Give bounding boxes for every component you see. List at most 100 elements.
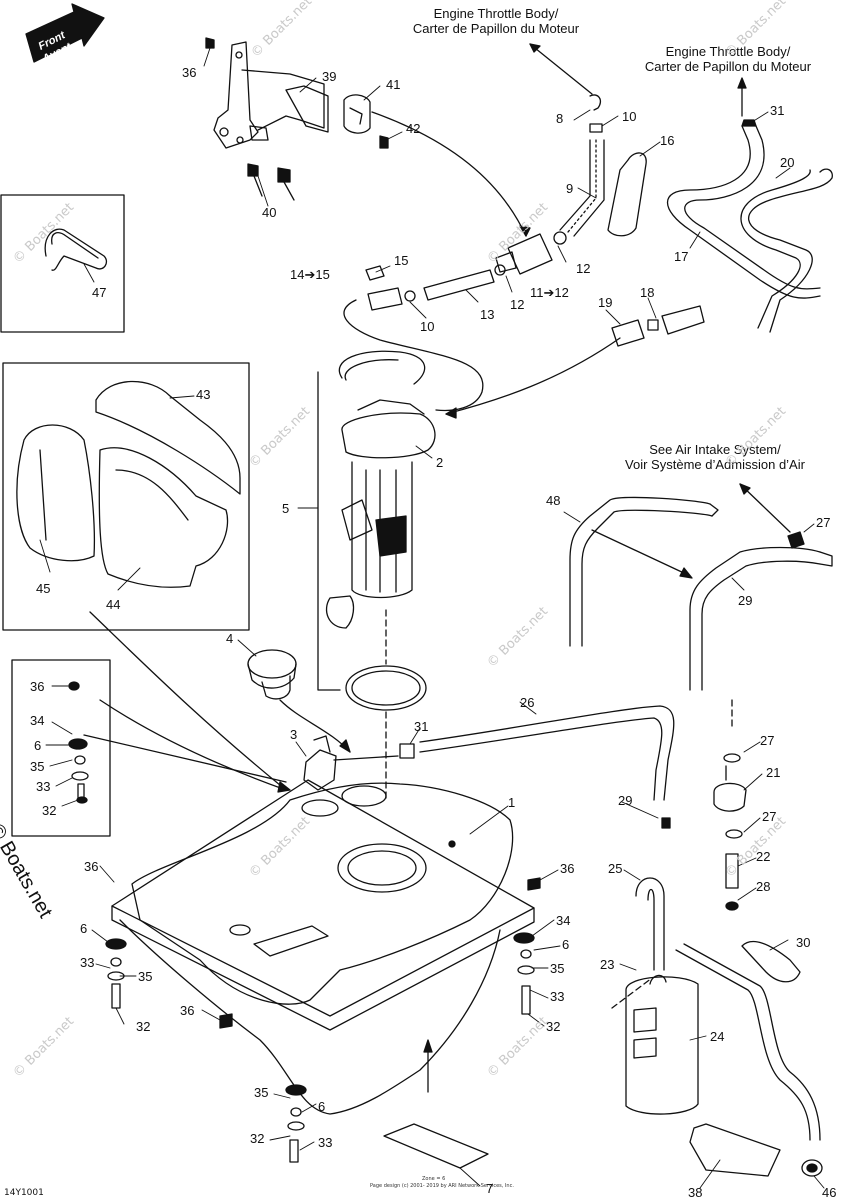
part-label: 34 [30, 713, 45, 728]
part-label: 38 [688, 1185, 703, 1200]
arrowhead-icon [679, 567, 693, 579]
part-label: 9 [566, 181, 574, 196]
part-label: 48 [546, 493, 561, 508]
part-label: 47 [92, 285, 107, 300]
arrowhead-icon [519, 225, 531, 237]
part-label: 33 [80, 955, 95, 970]
part-label: 8 [556, 111, 564, 126]
part-label: 41 [386, 77, 401, 92]
part-label: 40 [262, 205, 277, 220]
hose-16 [607, 152, 647, 237]
part-label: 36 [180, 1003, 195, 1018]
part-label: 35 [30, 759, 45, 774]
ref-arrow [445, 337, 621, 415]
part-label: 6 [80, 921, 88, 936]
part-label: 42 [406, 121, 421, 136]
hose-26 [399, 705, 675, 801]
part-label: 44 [106, 597, 121, 612]
strap-47 [44, 228, 108, 271]
part-label: 36 [30, 679, 45, 694]
part-label: 10 [420, 319, 435, 334]
callout-air-intake: See Air Intake System/ Voir Système d’Ad… [590, 442, 840, 472]
ref-arrow [83, 734, 287, 783]
part-label: 33 [36, 779, 51, 794]
fuel-tank-1 [111, 779, 535, 1115]
part-label: 10 [622, 109, 637, 124]
part-label: 26 [520, 695, 535, 710]
part-label: 14➔15 [290, 267, 330, 282]
part-label: 22 [756, 849, 771, 864]
clamp-27 [787, 531, 805, 549]
part-label: 32 [42, 803, 57, 818]
ref-arrow [99, 699, 287, 791]
part-label: 20 [780, 155, 795, 170]
arrowhead-icon [529, 43, 541, 53]
callout-throttle-body-2: Engine Throttle Body/ Carter de Papillon… [612, 44, 844, 74]
part-label: 32 [546, 1019, 561, 1034]
mount-hardware-left [68, 681, 89, 804]
part-label: 35 [254, 1085, 269, 1100]
hose-17-20 [611, 119, 833, 347]
part-label: 31 [414, 719, 429, 734]
callout-throttle-body-1: Engine Throttle Body/ Carter de Papillon… [376, 6, 616, 36]
part-label: 13 [480, 307, 495, 322]
o-ring-inner [351, 670, 421, 706]
callout-line: Engine Throttle Body/ [665, 44, 791, 59]
bracket-assembly [205, 37, 389, 201]
part-label: 15 [394, 253, 409, 268]
callout-line: See Air Intake System/ [649, 442, 781, 457]
part-label: 30 [796, 935, 811, 950]
part-label: 2 [436, 455, 444, 470]
part-label: 21 [766, 765, 781, 780]
mount-hardware-front [105, 877, 541, 1163]
hose-29 [689, 546, 833, 691]
part-label: 17 [674, 249, 689, 264]
zone-label: Zone = 6 [422, 1176, 446, 1182]
part-label: 28 [756, 879, 771, 894]
part-label: 6 [318, 1099, 326, 1114]
ref-arrow [739, 483, 791, 533]
part-label: 32 [136, 1019, 151, 1034]
part-label: 35 [550, 961, 565, 976]
fuel-hose-9 [559, 94, 605, 237]
inset-box-47 [0, 194, 125, 333]
part-label: 3 [290, 727, 298, 742]
part-label: 35 [138, 969, 153, 984]
callout-line: Carter de Papillon du Moteur [412, 21, 580, 36]
ref-arrow [279, 699, 351, 753]
part-label: 36 [84, 859, 99, 874]
front-indicator: Front Avant [24, 10, 104, 68]
part-label: 32 [250, 1131, 265, 1146]
heat-shields [16, 380, 241, 588]
fuel-cap-4 [247, 649, 297, 700]
part-label: 5 [282, 501, 290, 516]
hose-48 [569, 496, 719, 647]
part-label: 7 [486, 1181, 494, 1196]
inset-box-shields [2, 362, 250, 631]
part-label: 33 [550, 989, 565, 1004]
inset-box-mount-left [11, 659, 111, 837]
ref-arrow [89, 611, 287, 791]
arrowhead-icon [739, 483, 751, 495]
front-arrow-icon [25, 3, 105, 63]
arrowhead-icon [277, 781, 291, 793]
clamp-29 [661, 817, 671, 829]
fuel-filter [495, 231, 567, 275]
part-label: 36 [182, 65, 197, 80]
part-label: 12 [576, 261, 591, 276]
copyright-line: Page design (c) 2001- 2019 by ARI Networ… [370, 1183, 514, 1189]
part-label: 43 [196, 387, 211, 402]
sender-3 [303, 735, 399, 791]
canister-24 [611, 877, 823, 1177]
part-label: 34 [556, 913, 571, 928]
part-label: 6 [562, 937, 570, 952]
part-label: 31 [770, 103, 785, 118]
valve-21 [713, 753, 747, 911]
part-label: 27 [762, 809, 777, 824]
diagram-code: 14Y1001 [4, 1188, 44, 1198]
part-label: 12 [510, 297, 525, 312]
o-ring [345, 665, 427, 711]
part-label: 27 [760, 733, 775, 748]
callout-line: Carter de Papillon du Moteur [644, 59, 812, 74]
ref-arrow [371, 111, 527, 237]
